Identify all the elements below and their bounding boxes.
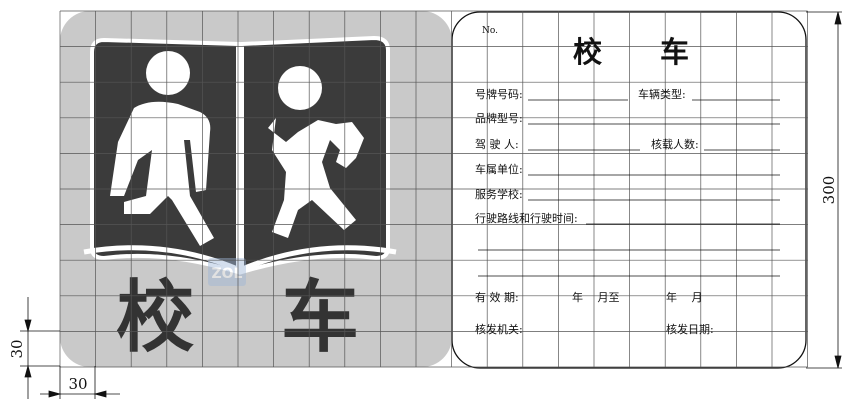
sign-text-right: 车 <box>281 273 359 363</box>
field-vehicle-type: 车辆类型: <box>638 87 686 101</box>
dimension-cell <box>20 297 120 399</box>
field-brand-model: 品牌型号: <box>475 111 523 125</box>
dimension-cell-width-label: 30 <box>68 375 87 393</box>
field-issuing-authority: 核发机关: <box>475 322 523 336</box>
dimension-height-label: 300 <box>820 176 838 205</box>
adult-figure-icon <box>110 51 214 246</box>
field-route-time: 行驶路线和行驶时间: <box>475 211 578 225</box>
card-outline <box>451 11 807 369</box>
watermark: ZOL <box>208 258 246 286</box>
field-owner-unit: 车属单位: <box>475 162 523 176</box>
dimension-cell-height-label: 30 <box>8 339 26 358</box>
card-title: 校 车 <box>573 35 689 69</box>
field-year-month-to: 年 月至 <box>572 290 620 304</box>
field-service-school: 服务学校: <box>475 187 523 201</box>
svg-text:ZOL: ZOL <box>212 266 243 282</box>
field-year-month: 年 月 <box>666 290 703 304</box>
card-number-label: No. <box>482 26 498 36</box>
field-driver: 驾 驶 人: <box>475 137 519 151</box>
child-figure-icon <box>268 66 364 238</box>
field-issue-date: 核发日期: <box>666 322 714 336</box>
field-capacity: 核载人数: <box>651 137 699 151</box>
field-valid-period: 有 效 期: <box>475 290 519 304</box>
field-plate-no: 号牌号码: <box>475 87 523 101</box>
sign-text-left: 校 <box>116 273 194 363</box>
card-form: 号牌号码: 车辆类型: 品牌型号: 驾 驶 人: 核载人数: 车属单位: 服务学… <box>475 87 780 336</box>
dimension-height <box>806 11 842 369</box>
grid-lines <box>59 10 808 368</box>
